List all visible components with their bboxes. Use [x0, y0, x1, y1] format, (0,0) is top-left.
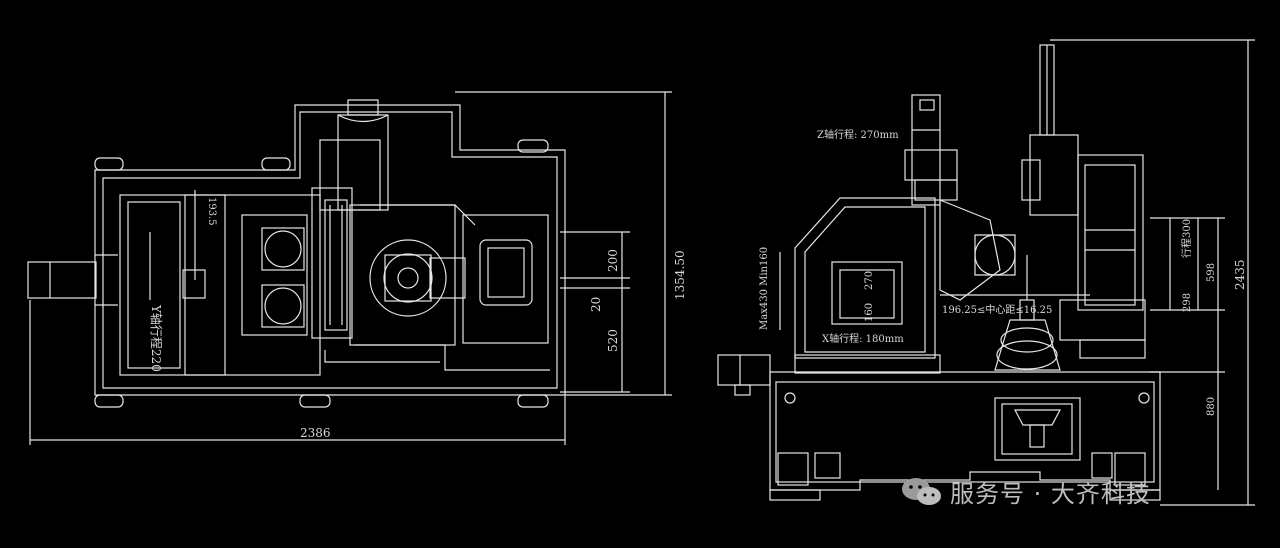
- wechat-icon: [902, 478, 941, 505]
- overall-depth-label: 1354.50: [673, 250, 687, 300]
- overall-width-label: 2386: [300, 426, 331, 440]
- dim-880-label: 880: [1206, 397, 1217, 416]
- stroke-300-label: 行程300: [1180, 219, 1193, 258]
- dim-270-label: 270: [864, 271, 875, 290]
- dim-598-label: 598: [1206, 263, 1217, 282]
- z-travel-label: Z轴行程: 270mm: [817, 128, 899, 141]
- dim-2435-label: 2435: [1233, 259, 1247, 290]
- y-travel-label: Y轴行程220: [149, 304, 164, 372]
- watermark-text: 服务号 · 大齐科技: [950, 480, 1151, 508]
- dim-200-label: 200: [606, 249, 620, 272]
- dim-193-label: 193.5: [206, 197, 217, 226]
- side-view: [717, 39, 1255, 506]
- dim-160-label: 160: [864, 303, 875, 322]
- center-range-label: 196.25≤中心距≤16.25: [942, 303, 1052, 316]
- max-min-label: Max430 Min160: [759, 247, 770, 330]
- dim-20-label: 20: [589, 297, 603, 312]
- dim-520-label: 520: [606, 329, 620, 352]
- x-travel-label: X轴行程: 180mm: [822, 332, 904, 345]
- plan-view: [27, 91, 672, 445]
- dim-298-label: 298: [1182, 293, 1193, 312]
